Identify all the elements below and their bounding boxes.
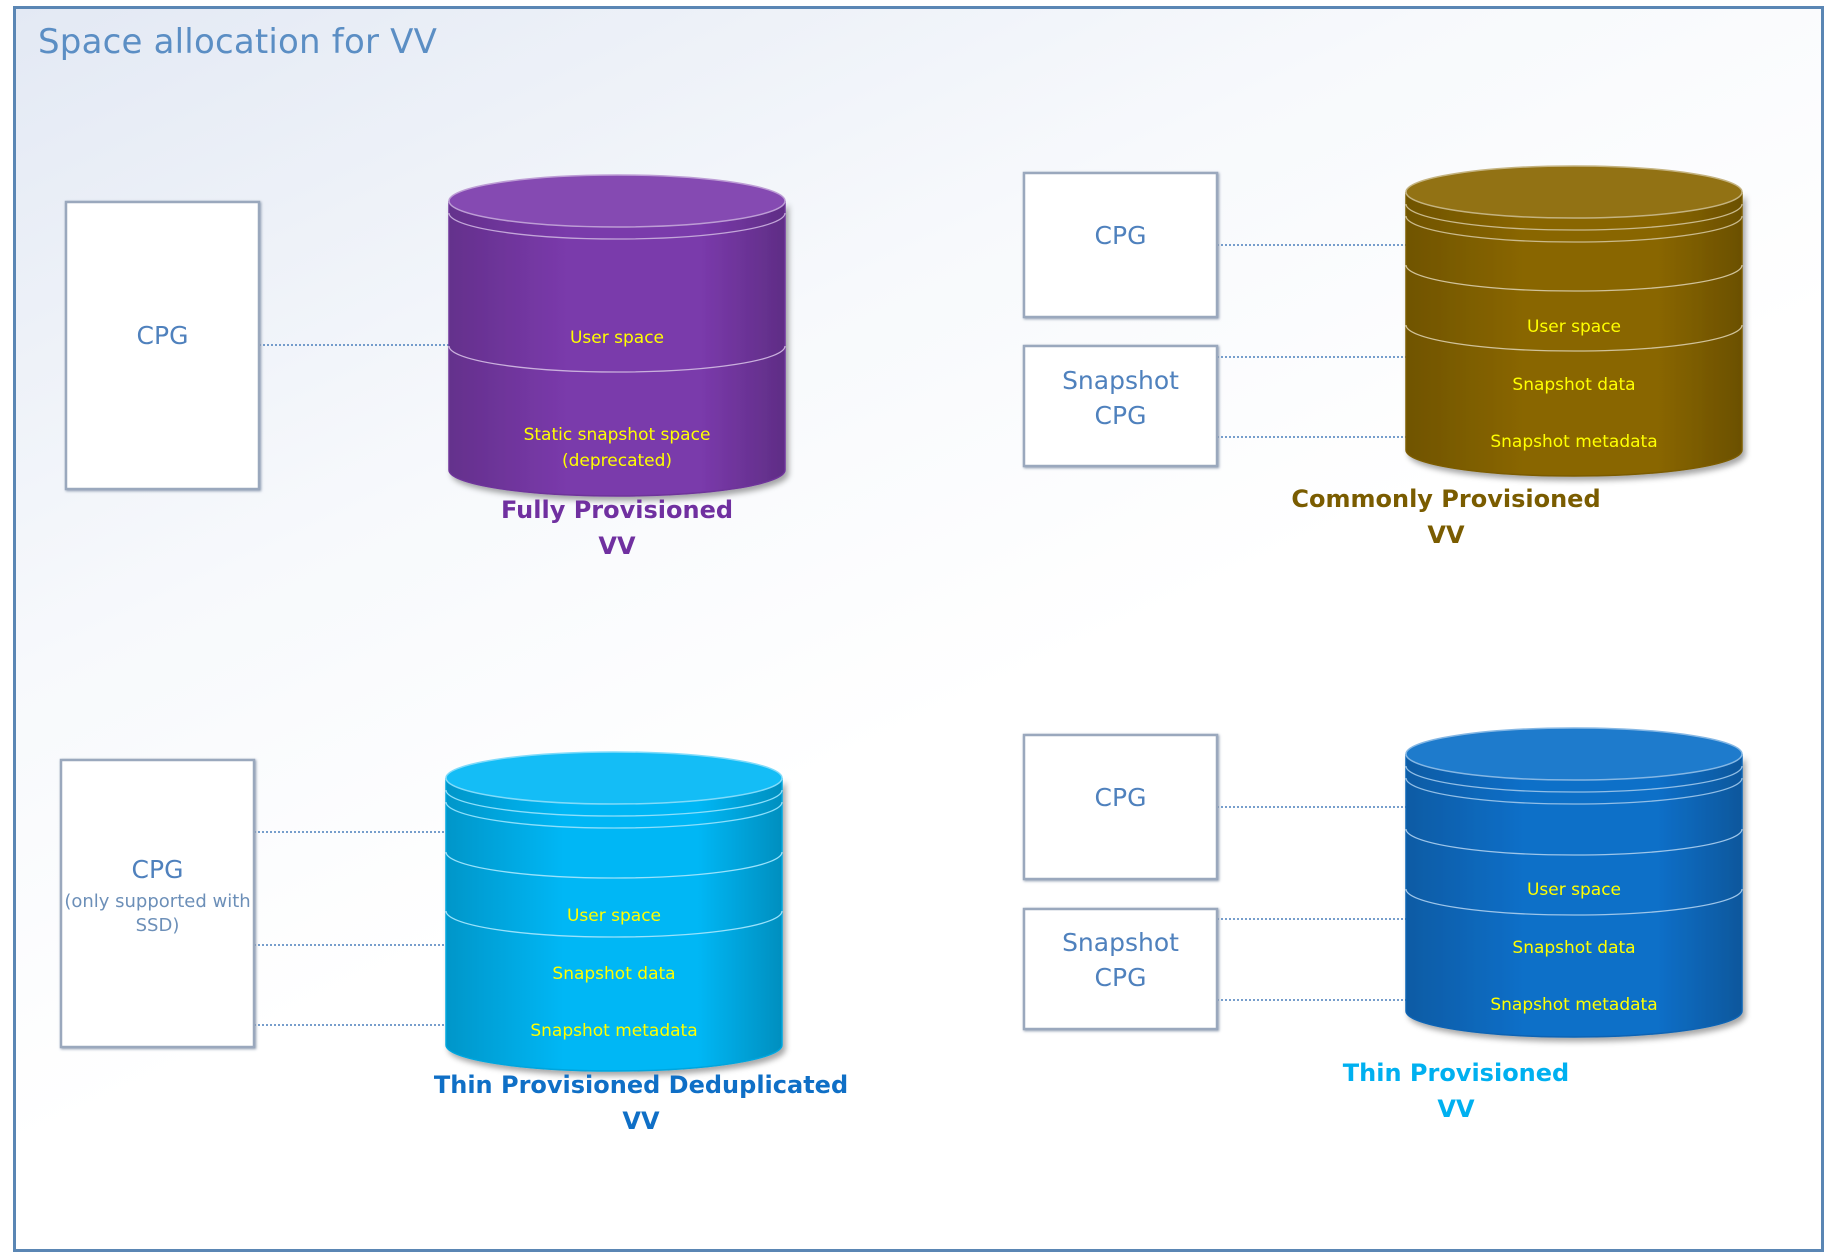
cylinder-ring [1405, 777, 1743, 805]
cylinder-top [1405, 727, 1743, 781]
panel-caption: VV [1437, 1095, 1475, 1123]
cpg-box-frame [1022, 907, 1219, 1031]
layer-label: (deprecated) [562, 451, 672, 471]
cpg-box-label: CPG [137, 321, 189, 350]
cylinder-ring [445, 789, 783, 817]
layer-label: Snapshot data [1512, 938, 1635, 958]
panel-caption: Thin Provisioned [1343, 1059, 1569, 1087]
layer-label: Snapshot data [552, 964, 675, 984]
cpg-box-label: Snapshot [1062, 366, 1179, 395]
layer-label: Snapshot metadata [1490, 432, 1657, 452]
panel-caption: VV [622, 1107, 660, 1135]
cpg-box: CPG [64, 200, 261, 491]
layer-separator [448, 345, 786, 373]
layer-label: Static snapshot space [524, 425, 711, 445]
layer-label: Snapshot data [1512, 375, 1635, 395]
cpg-box: CPG [1022, 733, 1219, 881]
layer-label: Snapshot metadata [530, 1021, 697, 1041]
cylinder-ring [1405, 215, 1743, 243]
cylinder-ring [1405, 765, 1743, 793]
layer-separator [445, 910, 783, 938]
cylinder-top [445, 751, 783, 805]
layer-label: User space [1527, 880, 1621, 900]
layer-label: User space [570, 328, 664, 348]
cpg-box-label: CPG [1095, 783, 1147, 812]
layer-label: User space [1527, 317, 1621, 337]
page-title: Space allocation for VV [38, 22, 438, 62]
cylinder-ring [448, 212, 786, 240]
panel-caption: VV [598, 532, 636, 560]
cylinder-ring [445, 801, 783, 829]
cylinder-top [1405, 165, 1743, 219]
cpg-box-frame [1022, 171, 1219, 319]
cpg-box-frame [1022, 733, 1219, 881]
layer-separator [1405, 888, 1743, 916]
layer-separator [1405, 324, 1743, 352]
cylinder-top [448, 174, 786, 228]
cpg-box-label: CPG [1095, 963, 1147, 992]
cpg-box-frame [59, 758, 256, 1049]
layer-separator [445, 851, 783, 879]
cpg-box-frame [64, 200, 261, 491]
layer-label: Snapshot metadata [1490, 995, 1657, 1015]
panel-caption: Commonly Provisioned [1291, 485, 1600, 513]
cylinder-ring [1405, 203, 1743, 231]
cpg-box: CPG [1022, 171, 1219, 319]
panel-caption: Thin Provisioned Deduplicated [434, 1071, 848, 1099]
cpg-box-label: Snapshot [1062, 928, 1179, 957]
cpg-box-label: CPG [132, 855, 184, 884]
panel-caption: Fully Provisioned [501, 496, 733, 524]
cpg-box-frame [1022, 344, 1219, 468]
layer-label: User space [567, 906, 661, 926]
cpg-box-note: (only supported with [64, 891, 250, 912]
cpg-box-note: SSD) [136, 915, 180, 936]
cpg-box-label: CPG [1095, 401, 1147, 430]
layer-separator [1405, 264, 1743, 292]
layer-separator [1405, 828, 1743, 856]
cpg-box-label: CPG [1095, 221, 1147, 250]
panel-caption: VV [1427, 521, 1465, 549]
